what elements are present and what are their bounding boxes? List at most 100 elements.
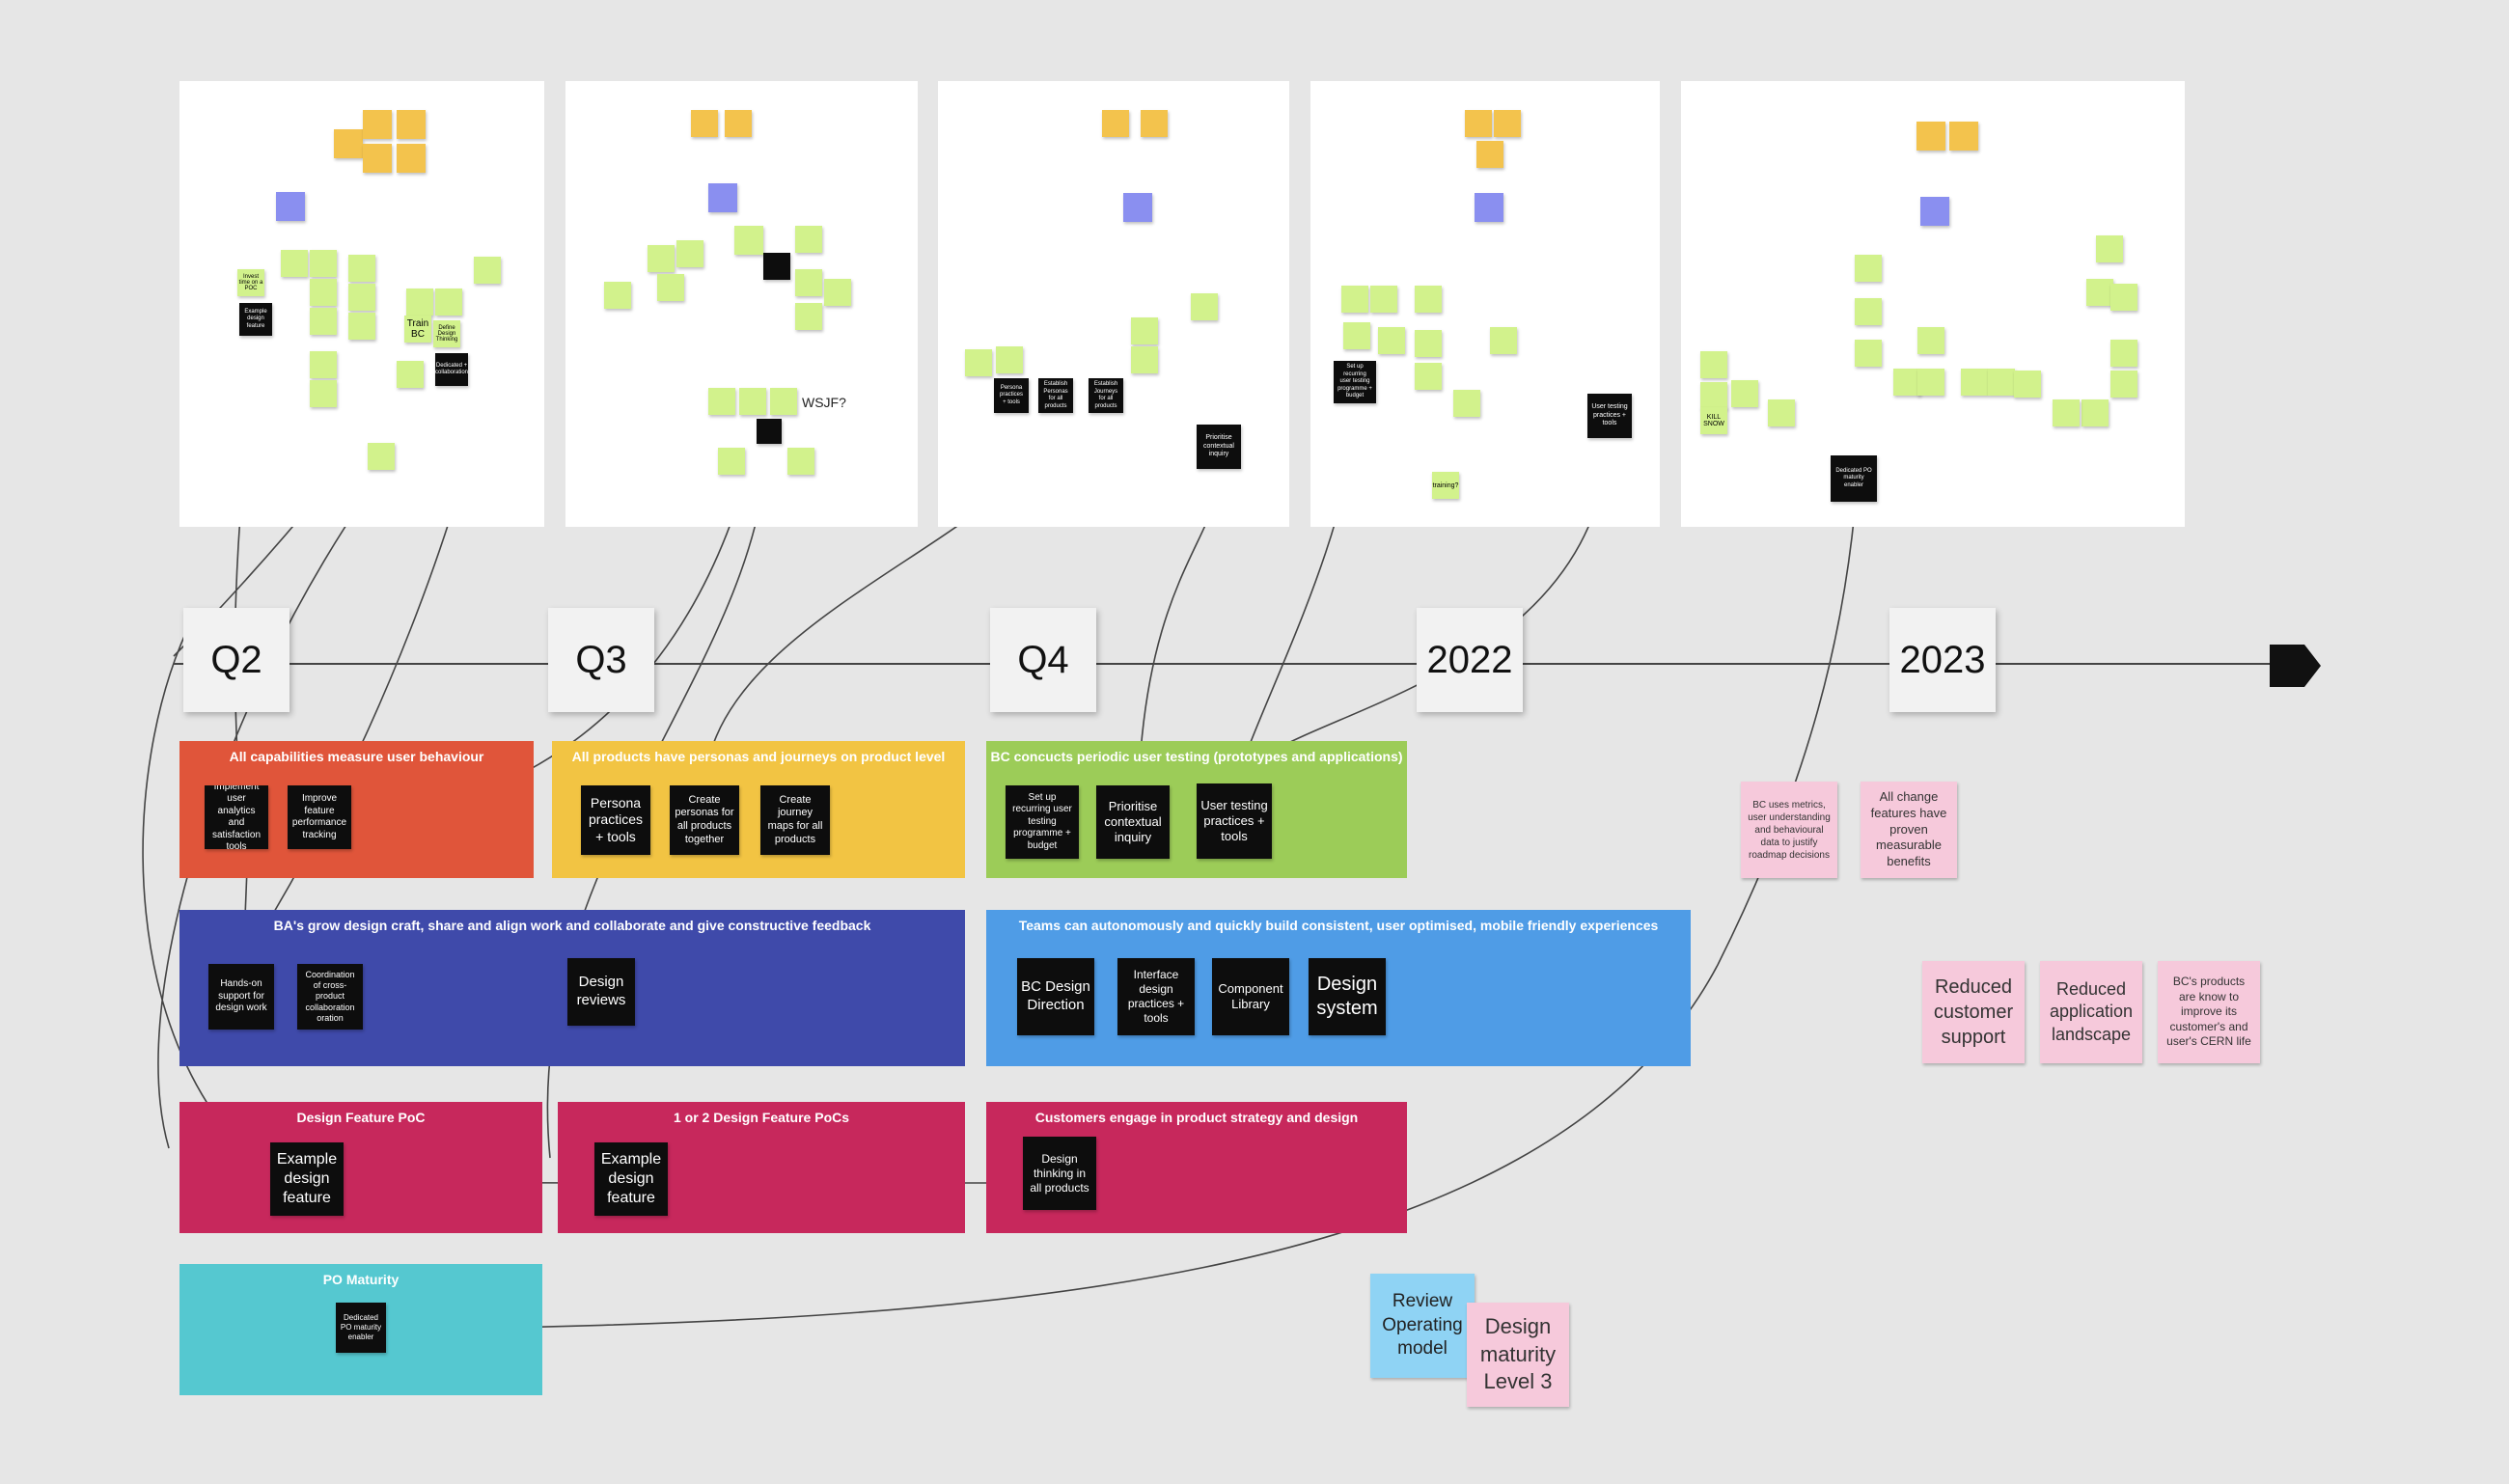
band-po-maturity: PO Maturity Dedicated PO maturity enable… bbox=[179, 1264, 542, 1395]
sticky-note bbox=[1453, 390, 1480, 417]
sticky-note bbox=[1490, 327, 1517, 354]
band-title: PO Maturity bbox=[322, 1272, 400, 1287]
card-example-design-pocs[interactable]: Example design feature bbox=[594, 1142, 668, 1216]
milestone-label: 2022 bbox=[1426, 638, 1513, 681]
sticky-note bbox=[648, 245, 675, 272]
sticky-note bbox=[787, 448, 814, 475]
card-design-reviews[interactable]: Design reviews bbox=[567, 958, 635, 1026]
sticky-note bbox=[435, 289, 462, 316]
card-user-testing-practices[interactable]: User testing practices + tools bbox=[1587, 394, 1632, 438]
sticky-note bbox=[676, 240, 703, 267]
card-label: Example design feature bbox=[244, 308, 267, 329]
card-prioritise-contextual[interactable]: Prioritise contextual inquiry bbox=[1197, 425, 1241, 469]
sticky-note bbox=[708, 388, 735, 415]
card-board2b[interactable] bbox=[757, 419, 782, 444]
board-5: KILL SNOW Dedicated PO maturity enabler bbox=[1681, 81, 2185, 527]
sticky-note bbox=[1415, 286, 1442, 313]
sticky-note bbox=[1123, 193, 1152, 222]
card-implement-analytics[interactable]: Implement user analytics and satisfactio… bbox=[205, 785, 268, 849]
card-prioritise[interactable]: Prioritise contextual inquiry bbox=[1096, 785, 1170, 859]
sticky-review-operating-model: Review Operating model bbox=[1370, 1274, 1475, 1378]
card-bc-design-direction[interactable]: BC Design Direction bbox=[1017, 958, 1094, 1035]
train-text: Train BC bbox=[406, 318, 429, 340]
sticky-note bbox=[1370, 286, 1397, 313]
card-coordination[interactable]: Coordination of cross-product collaborat… bbox=[297, 964, 363, 1030]
card-label: Component Library bbox=[1218, 980, 1283, 1011]
sticky-note-train: Train BC bbox=[404, 316, 431, 343]
card-setup-testing[interactable]: Set up recurring user testing programme … bbox=[1334, 361, 1376, 403]
sticky-note bbox=[474, 257, 501, 284]
card-component-library[interactable]: Component Library bbox=[1212, 958, 1289, 1035]
card-example-design-poc[interactable]: Example design feature bbox=[270, 1142, 344, 1216]
sticky-note bbox=[1855, 340, 1882, 367]
sticky-note bbox=[397, 110, 426, 139]
sticky-note bbox=[334, 129, 363, 158]
sticky-note bbox=[2096, 235, 2123, 262]
card-label: Persona practices + tools bbox=[588, 794, 644, 844]
outcome-text: Review Operating model bbox=[1382, 1290, 1463, 1360]
card-create-personas[interactable]: Create personas for all products togethe… bbox=[670, 785, 739, 855]
board-1: Train BC Define Design Thinking Invest t… bbox=[179, 81, 544, 527]
band-teams: Teams can autonomously and quickly build… bbox=[986, 910, 1691, 1066]
sticky-note bbox=[1191, 293, 1218, 320]
band-title: BC concucts periodic user testing (proto… bbox=[990, 749, 1403, 764]
sticky-note-define: Define Design Thinking bbox=[433, 320, 460, 347]
band-title: All products have personas and journeys … bbox=[571, 749, 946, 764]
sticky-note bbox=[657, 274, 684, 301]
card-design-system[interactable]: Design system bbox=[1309, 958, 1386, 1035]
sticky-note bbox=[1700, 382, 1727, 409]
band-title: BA's grow design craft, share and align … bbox=[273, 918, 871, 933]
sticky-note bbox=[1917, 369, 1944, 396]
card-improve-tracking[interactable]: Improve feature performance tracking bbox=[288, 785, 351, 849]
sticky-note bbox=[276, 192, 305, 221]
timeline-arrow-head bbox=[2270, 645, 2321, 687]
sticky-note bbox=[281, 250, 308, 277]
outcome-reduced-support: Reduced customer support bbox=[1922, 961, 2025, 1063]
sticky-note bbox=[725, 110, 752, 137]
card-label: Prioritise contextual inquiry bbox=[1203, 433, 1234, 458]
sticky-note bbox=[795, 269, 822, 296]
sticky-note bbox=[2110, 284, 2137, 311]
sticky-note bbox=[739, 388, 766, 415]
sticky-note bbox=[708, 183, 737, 212]
card-hands-on-support[interactable]: Hands-on support for design work bbox=[208, 964, 274, 1030]
milestone-q2: Q2 bbox=[183, 608, 290, 712]
band-pocs: 1 or 2 Design Feature PoCs Example desig… bbox=[558, 1102, 965, 1233]
sticky-note bbox=[2053, 399, 2080, 426]
card-dedicated-po-maturity[interactable]: Dedicated PO maturity enabler bbox=[336, 1303, 386, 1353]
card-user-testing[interactable]: User testing practices + tools bbox=[1197, 783, 1272, 859]
milestone-label: Q4 bbox=[1017, 638, 1069, 681]
card-board2[interactable] bbox=[763, 253, 790, 280]
invest-text: Invest time on a POC bbox=[238, 274, 263, 291]
band-poc: Design Feature PoC Example design featur… bbox=[179, 1102, 542, 1233]
card-label: Dedicated PO maturity enabler bbox=[340, 1313, 382, 1341]
sticky-note bbox=[1378, 327, 1405, 354]
card-setup-recurring[interactable]: Set up recurring user testing programme … bbox=[1006, 785, 1079, 859]
sticky-note bbox=[2014, 371, 2041, 398]
sticky-note-training: training? bbox=[1432, 472, 1459, 499]
card-dedicated-po[interactable]: Dedicated PO maturity enabler bbox=[1831, 455, 1877, 502]
card-establish-personas[interactable]: Establish Personas for all products bbox=[1038, 378, 1073, 413]
sticky-note bbox=[1949, 122, 1978, 151]
card-persona-practices-tools[interactable]: Persona practices + tools bbox=[581, 785, 650, 855]
card-establish-journeys[interactable]: Establish Journeys for all products bbox=[1089, 378, 1123, 413]
card-create-journey-maps[interactable]: Create journey maps for all products bbox=[760, 785, 830, 855]
band-craft: BA's grow design craft, share and align … bbox=[179, 910, 965, 1066]
sticky-note bbox=[310, 380, 337, 407]
outcome-reduced-landscape: Reduced application landscape bbox=[2040, 961, 2142, 1063]
card-example-design-feature[interactable]: Example design feature bbox=[239, 303, 272, 336]
card-persona-practices[interactable]: Persona practices + tools bbox=[994, 378, 1029, 413]
card-label: Design reviews bbox=[576, 974, 626, 1008]
outcome-text: All change features have proven measurab… bbox=[1870, 788, 1947, 869]
sticky-note bbox=[1988, 369, 2015, 396]
sticky-note bbox=[2110, 340, 2137, 367]
sticky-note bbox=[397, 144, 426, 173]
sticky-note bbox=[363, 110, 392, 139]
band-title: Design Feature PoC bbox=[296, 1110, 426, 1125]
card-label: Example design feature bbox=[276, 1151, 338, 1206]
outcome-features: All change features have proven measurab… bbox=[1861, 782, 1957, 878]
card-design-thinking[interactable]: Design thinking in all products bbox=[1023, 1137, 1096, 1210]
card-dedicated-collaboration[interactable]: Dedicated + collaboration bbox=[435, 353, 468, 386]
sticky-note bbox=[1131, 346, 1158, 373]
card-interface-design[interactable]: Interface design practices + tools bbox=[1117, 958, 1195, 1035]
